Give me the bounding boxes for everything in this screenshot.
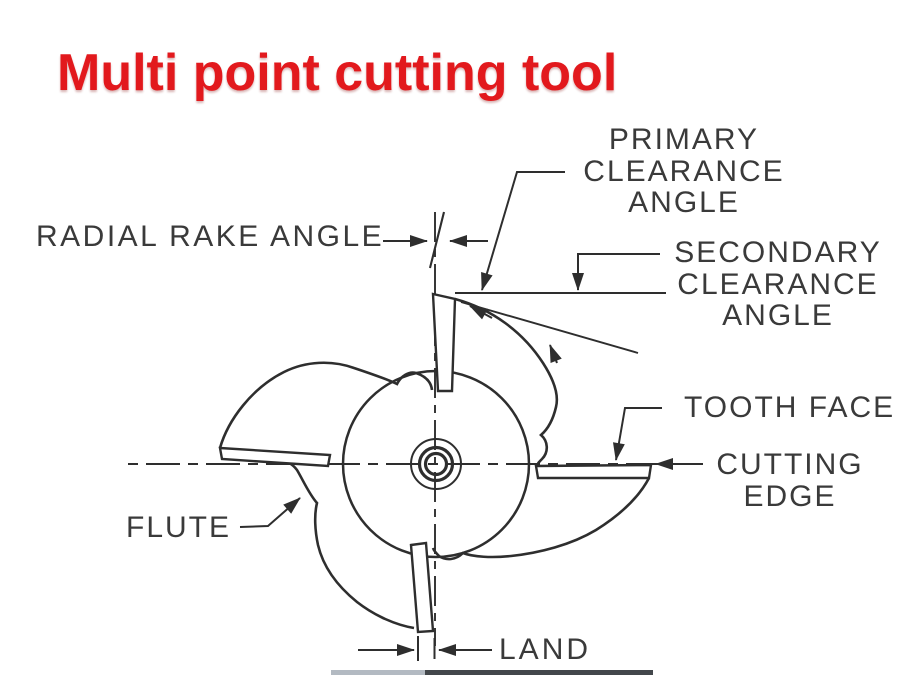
secondary-clearance-line xyxy=(460,301,639,354)
clearance-angle-arrow-a xyxy=(469,305,493,320)
land-dimension xyxy=(358,636,492,661)
land-left xyxy=(218,446,332,468)
leader-arrows xyxy=(239,171,700,528)
primary-clearance-leader-arrow xyxy=(481,171,565,291)
clearance-angle-arrow-b xyxy=(549,344,562,364)
land-bottom xyxy=(409,541,435,634)
page-title: Multi point cutting tool xyxy=(57,44,618,102)
petal-upper-right xyxy=(454,297,559,467)
bore-inner-circle xyxy=(423,451,449,477)
land-right xyxy=(534,463,653,480)
label-tooth-face: TOOTH FACE xyxy=(684,391,896,424)
petal-upper-left xyxy=(218,361,434,449)
petal-lower-left xyxy=(288,461,415,630)
center-lines xyxy=(128,212,703,646)
label-land: LAND xyxy=(499,633,592,666)
label-cutting-edge: CUTTING EDGE xyxy=(716,448,864,513)
label-primary-clearance-angle: PRIMARY CLEARANCE ANGLE xyxy=(583,123,785,219)
tooth-face-leader-arrow xyxy=(612,407,662,461)
label-flute: FLUTE xyxy=(126,511,232,544)
bore-outer-circle xyxy=(410,438,462,490)
label-radial-rake-angle: RADIAL RAKE ANGLE xyxy=(36,220,385,253)
label-secondary-clearance-angle: SECONDARY CLEARANCE ANGLE xyxy=(674,236,882,332)
angle-reference-lines xyxy=(428,211,666,354)
flute-leader-arrow xyxy=(239,497,301,528)
rake-angle-line xyxy=(428,211,446,269)
bottom-bar-dark-segment xyxy=(425,670,653,675)
land-top xyxy=(431,292,457,393)
cutter-body xyxy=(218,292,653,634)
flute-petals xyxy=(218,297,651,630)
bottom-bar-light-segment xyxy=(331,670,425,675)
lands xyxy=(218,292,653,634)
bore-middle-circle xyxy=(417,445,455,483)
petal-lower-right xyxy=(431,477,651,561)
secondary-clearance-leader-arrow xyxy=(572,253,660,291)
